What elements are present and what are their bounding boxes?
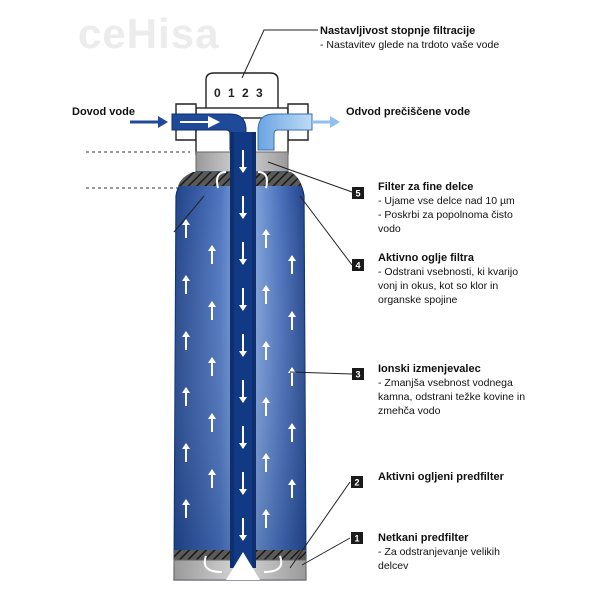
- down-arrow: [239, 150, 247, 173]
- layer-5-callout: Filter za fine delce - Ujame vse delce n…: [378, 180, 515, 236]
- up-arrow: [208, 245, 216, 264]
- filtration-callout: Nastavljivost stopnje filtracije - Nasta…: [320, 24, 499, 52]
- up-arrow: [288, 255, 296, 274]
- layer-3-line: - Zmanjša vsebnost vodnega: [378, 377, 513, 389]
- layer-badge-number: 5: [355, 189, 360, 199]
- up-arrow: [262, 509, 270, 528]
- downward-flow-arrows: [239, 150, 247, 541]
- layer-badge-5: 5: [352, 187, 364, 199]
- layer-5-line: vodo: [378, 223, 401, 235]
- layer-4-line: organske spojine: [378, 294, 458, 306]
- dashed-guides: [86, 151, 190, 189]
- layer-4-line: vonj in okus, kot so klor in: [378, 280, 499, 292]
- layer-2-callout: Aktivni ogljeni predfilter: [378, 470, 504, 484]
- inlet-arrow: [130, 116, 168, 128]
- layer-2-title: Aktivni ogljeni predfilter: [378, 471, 504, 483]
- layer-1-line: delcev: [378, 560, 409, 572]
- down-arrow: [239, 426, 247, 449]
- bottom-flow-arrows: [203, 555, 283, 573]
- layer-3-title: Ionski izmenjevalec: [378, 363, 481, 375]
- dial-numbers: 0 1 2 3: [214, 86, 265, 100]
- filtration-callout-line: - Nastavitev glede na trdoto vaše vode: [320, 39, 500, 51]
- layer-badge-1: 1: [351, 532, 363, 544]
- layer-1-line: - Za odstranjevanje velikih: [378, 546, 500, 558]
- upward-flow-arrows: [182, 219, 296, 528]
- up-arrow: [182, 275, 190, 294]
- layer-3-callout: Ionski izmenjevalec - Zmanjša vsebnost v…: [378, 362, 525, 418]
- up-arrow: [262, 453, 270, 472]
- down-arrow: [239, 288, 247, 311]
- watermark: ceHisa: [78, 10, 220, 57]
- layer-badge-4: 4: [352, 259, 364, 271]
- down-arrow: [239, 518, 247, 541]
- outlet-arrow: [312, 116, 340, 128]
- layer-badge-number: 1: [354, 534, 359, 544]
- up-arrow: [262, 397, 270, 416]
- up-arrow: [208, 469, 216, 488]
- layer-3-line: kamna, odstrani težke kovine in: [378, 391, 526, 403]
- down-arrow: [239, 334, 247, 357]
- layer-badge-2: 2: [351, 476, 363, 488]
- up-arrow: [288, 311, 296, 330]
- up-arrow: [182, 499, 190, 518]
- layer-badge-3: 3: [352, 368, 364, 380]
- down-arrow: [239, 472, 247, 495]
- layer-4-line: - Odstrani vsebnosti, ki kvarijo: [378, 266, 519, 278]
- up-arrow: [208, 301, 216, 320]
- down-arrow: [239, 242, 247, 265]
- outlet-label: Odvod prečiščene vode: [346, 106, 471, 118]
- down-arrow: [239, 380, 247, 403]
- inlet-label: Dovod vode: [72, 106, 135, 118]
- layer-badge-number: 4: [355, 261, 360, 271]
- layer-badges: 5 4 3 2 1: [351, 187, 364, 544]
- up-arrow: [182, 443, 190, 462]
- layer-5-line: - Poskrbi za popolnoma čisto: [378, 209, 513, 221]
- up-arrow: [288, 479, 296, 498]
- up-arrow: [262, 341, 270, 360]
- leader-lines: [173, 29, 353, 569]
- layer-1-callout: Netkani predfilter - Za odstranjevanje v…: [378, 531, 500, 573]
- layer-4-title: Aktivno oglje filtra: [378, 252, 474, 264]
- up-arrow: [208, 357, 216, 376]
- down-arrow: [239, 196, 247, 219]
- outlet-pipe: [257, 113, 313, 151]
- layer-1-title: Netkani predfilter: [378, 532, 469, 544]
- layer-badge-number: 2: [354, 478, 359, 488]
- up-arrow: [262, 285, 270, 304]
- filtration-callout-title: Nastavljivost stopnje filtracije: [320, 25, 476, 37]
- top-flow-arrows: [216, 171, 268, 189]
- up-arrow: [262, 229, 270, 248]
- up-arrow: [182, 387, 190, 406]
- layer-5-line: - Ujame vse delce nad 10 µm: [378, 195, 515, 207]
- up-arrow: [182, 331, 190, 350]
- layer-badge-number: 3: [355, 370, 360, 380]
- layer-3-line: zmehča vodo: [378, 405, 441, 417]
- up-arrow: [182, 219, 190, 238]
- up-arrow: [288, 367, 296, 386]
- layer-4-callout: Aktivno oglje filtra - Odstrani vsebnost…: [378, 251, 518, 307]
- up-arrow: [208, 413, 216, 432]
- up-arrow: [288, 423, 296, 442]
- layer-5-title: Filter za fine delce: [378, 181, 474, 193]
